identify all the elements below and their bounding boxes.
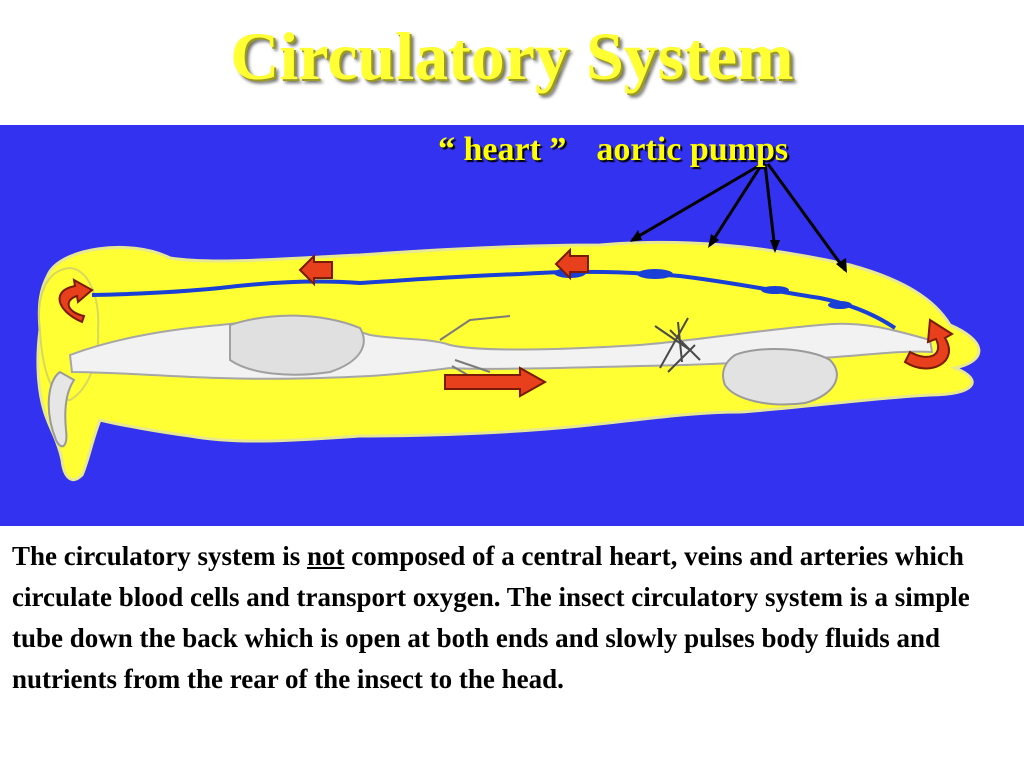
- flow-arrow-head-curve: [58, 278, 94, 324]
- diagram-labels: “ heart ” aortic pumps: [438, 130, 788, 170]
- insect-mouthpart: [47, 370, 76, 448]
- flow-arrow-mid: [554, 247, 589, 281]
- label-pointer-lines: [631, 162, 847, 271]
- caption-text: The circulatory system is not composed o…: [12, 536, 1012, 700]
- caption-before: The circulatory system is: [12, 541, 307, 571]
- slide-title: Circulatory System: [230, 18, 794, 94]
- aortic-pumps-label: aortic pumps: [596, 131, 789, 168]
- dorsal-vessel: [91, 269, 897, 330]
- pointer-arrowheads: [630, 230, 847, 273]
- heart-label: “ heart ”: [438, 131, 567, 168]
- caption-after: composed of a central heart, veins and a…: [12, 541, 970, 694]
- nerve-ganglion: [654, 317, 701, 373]
- gut-bulge: [229, 314, 365, 376]
- flow-arrow-rear: [298, 253, 333, 287]
- flow-arrow-gut: [444, 366, 548, 398]
- caption-emphasis: not: [306, 541, 345, 571]
- flow-arrow-tail-curve: [903, 318, 954, 370]
- hindgut-mass: [722, 348, 838, 406]
